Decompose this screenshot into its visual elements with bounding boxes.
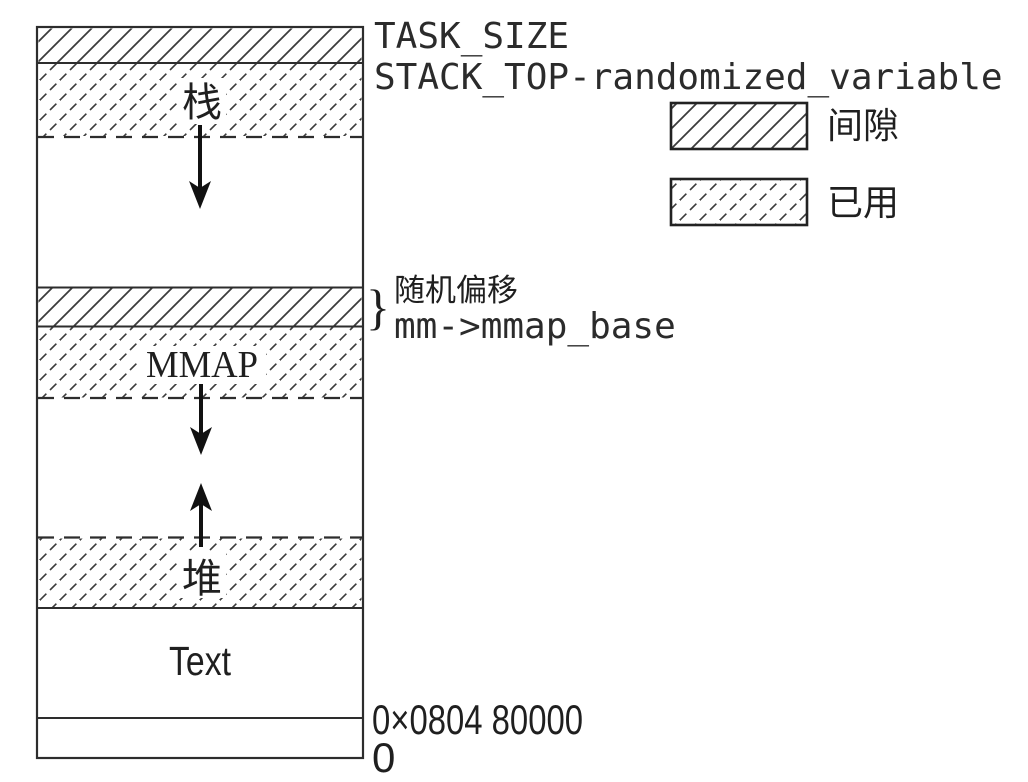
legend-label-gap: 间隙 — [827, 106, 899, 147]
text-segment-label: Text — [169, 638, 231, 684]
region-random-offset-hatch — [38, 288, 362, 326]
region-top-gap-hatch — [38, 28, 362, 63]
mmap-label-bg — [138, 346, 266, 384]
stack-arrow-head-down — [189, 181, 211, 209]
legend-swatch-gap — [669, 101, 809, 151]
random-offset-brace: } — [366, 279, 390, 335]
mmap-label: MMAP — [146, 344, 258, 386]
legend-swatch-used — [669, 177, 809, 227]
mmap-base-label: mm->mmap_base — [394, 306, 676, 347]
heap-arrow-head-up — [190, 483, 212, 511]
legend-label-used: 已用 — [827, 183, 899, 224]
stack-label-bg — [178, 78, 226, 124]
heap-growth-arrow — [190, 483, 212, 547]
stack-top-label: STACK_TOP-randomized_variable — [374, 57, 1003, 98]
bottom-address-label: 0 — [372, 734, 395, 781]
stack-label: 栈 — [182, 80, 222, 126]
mmap-growth-arrow — [190, 384, 212, 455]
mmap-arrow-head-down — [190, 427, 212, 455]
random-offset-label: 随机偏移 — [394, 273, 518, 309]
legend: 间隙 已用 — [669, 101, 899, 227]
heap-label: 堆 — [182, 556, 222, 602]
task-size-label: TASK_SIZE — [374, 16, 569, 57]
heap-label-bg — [178, 552, 226, 598]
stack-growth-arrow — [189, 125, 211, 209]
text-base-address-label: 0×0804 80000 — [372, 696, 583, 743]
